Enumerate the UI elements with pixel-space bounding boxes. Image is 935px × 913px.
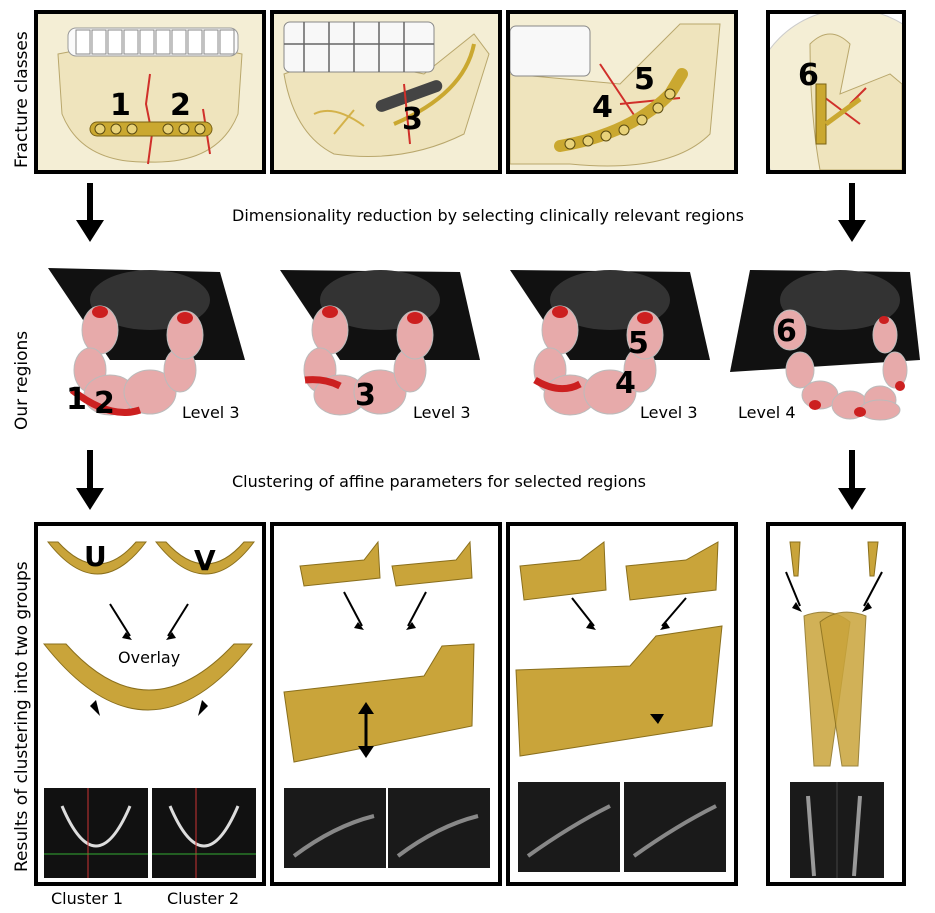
overlay-label-u: U [84, 540, 107, 573]
mandible-oblique-illustration [274, 14, 498, 170]
result-panel-2 [270, 522, 502, 886]
fracture-number-2: 2 [170, 88, 191, 123]
fracture-number-5: 5 [634, 62, 655, 97]
fracture-panel-3: 4 5 [506, 10, 738, 174]
fracture-panel-2: 3 [270, 10, 502, 174]
angle-region-overlay-visual [515, 541, 726, 872]
step-caption-clustering: Clustering of affine parameters for sele… [232, 472, 647, 491]
region-number-1: 1 [66, 382, 87, 417]
result-panel-3 [506, 522, 738, 886]
region-number-6: 6 [776, 314, 797, 349]
region-number-5: 5 [628, 326, 649, 361]
region-model-3 [510, 270, 710, 416]
region-number-3: 3 [355, 378, 376, 413]
mandible-angle-illustration [510, 14, 734, 170]
condyle-overlay-visual [785, 541, 884, 878]
fracture-panel-4: 6 [766, 10, 906, 174]
fracture-number-6: 6 [798, 58, 819, 93]
body-region-overlay-visual [283, 540, 490, 868]
level-label-2: Level 3 [413, 403, 471, 422]
region-number-4: 4 [615, 366, 636, 401]
mandible-front-illustration [38, 14, 262, 170]
cluster-label-1: Cluster 1 [51, 889, 124, 908]
fracture-panel-1: 1 2 [34, 10, 266, 174]
fracture-number-1: 1 [110, 88, 131, 123]
region-model-1 [48, 268, 245, 416]
region-number-2: 2 [94, 386, 115, 421]
step-caption-dimensionality-reduction: Dimensionality reduction by selecting cl… [232, 206, 744, 225]
level-label-1: Level 3 [182, 403, 240, 422]
fracture-number-3: 3 [402, 102, 423, 137]
overlay-label-v: V [194, 544, 216, 577]
condyle-detail-illustration [770, 14, 902, 170]
region-model-2 [280, 270, 480, 416]
overlay-symphysis-visual [42, 541, 256, 878]
region-model-4 [730, 270, 920, 421]
result-panel-1: U V Overlay [34, 522, 266, 886]
cluster-label-2: Cluster 2 [167, 889, 240, 908]
result-panel-4 [766, 522, 906, 886]
level-label-4: Level 4 [738, 403, 796, 422]
level-label-3: Level 3 [640, 403, 698, 422]
overlay-label: Overlay [118, 648, 181, 667]
fracture-number-4: 4 [592, 90, 613, 125]
